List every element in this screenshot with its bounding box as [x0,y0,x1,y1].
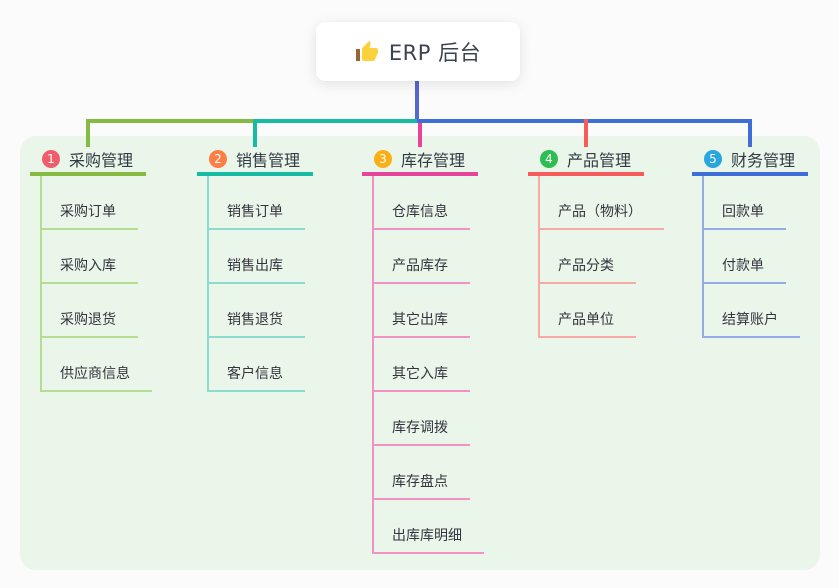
branch-title-label: 库存管理 [401,151,466,170]
branch-title-label: 销售管理 [236,151,301,170]
branch-title-label: 产品管理 [567,151,632,170]
branch-index-badge: 4 [540,150,558,168]
child-node-label: 销售出库 [227,258,283,274]
child-node[interactable]: 仓库信息 [374,176,470,230]
branch-children: 仓库信息产品库存其它出库其它入库库存调拨库存盘点出库库明细 [372,176,484,554]
child-node[interactable]: 结算账户 [704,284,800,338]
child-node-label: 付款单 [722,258,764,274]
branch-children: 回款单付款单结算账户 [702,176,800,338]
branch-drop-1 [86,119,90,147]
branch-drop-5 [748,119,752,147]
branch-title-label: 财务管理 [731,151,796,170]
child-node[interactable]: 产品分类 [540,230,636,284]
child-node-label: 其它出库 [392,312,448,328]
thumbs-up-icon [355,40,379,64]
child-node[interactable]: 采购入库 [42,230,138,284]
child-node[interactable]: 供应商信息 [42,338,152,392]
child-node-label: 产品库存 [392,258,448,274]
root-node-label: ERP 后台 [388,40,482,65]
child-node-label: 库存盘点 [392,474,448,490]
child-node-label: 产品分类 [558,258,614,274]
child-node[interactable]: 付款单 [704,230,786,284]
child-node[interactable]: 库存盘点 [374,446,470,500]
root-node[interactable]: ERP 后台 [316,22,520,81]
child-node[interactable]: 销售订单 [209,176,305,230]
branch-drop-2 [253,119,257,147]
branch-4: 4 产品管理产品（物料） 产品分类产品单位 [528,146,664,338]
branch-drop-4 [584,119,588,147]
child-node-label: 库存调拨 [392,420,448,436]
bus-segment-mid-teal [255,119,417,123]
child-node-label: 回款单 [722,204,764,220]
child-node[interactable]: 采购订单 [42,176,138,230]
child-node[interactable]: 产品库存 [374,230,470,284]
child-node-label: 销售退货 [227,312,283,328]
child-node-label: 采购退货 [60,312,116,328]
root-connector-line [415,81,419,123]
child-node-label: 供应商信息 [60,366,130,382]
child-node[interactable]: 客户信息 [209,338,305,392]
child-node[interactable]: 库存调拨 [374,392,470,446]
bus-segment-left-green [88,119,255,123]
child-node-label: 产品单位 [558,312,614,328]
branch-title-label: 采购管理 [69,151,134,170]
child-node[interactable]: 产品（物料） [540,176,664,230]
child-node-label: 采购入库 [60,258,116,274]
child-node-label: 其它入库 [392,366,448,382]
branch-5: 5 财务管理回款单付款单结算账户 [692,146,808,338]
branch-2: 2 销售管理销售订单销售出库销售退货客户信息 [197,146,313,392]
branch-index-badge: 3 [374,150,392,168]
branch-title-4[interactable]: 4 产品管理 [528,146,644,176]
child-node[interactable]: 产品单位 [540,284,636,338]
branch-drop-3 [418,123,422,147]
child-node[interactable]: 销售出库 [209,230,305,284]
branch-index-badge: 2 [209,150,227,168]
branch-children: 销售订单销售出库销售退货客户信息 [207,176,305,392]
child-node[interactable]: 采购退货 [42,284,138,338]
child-node-label: 客户信息 [227,366,283,382]
child-node[interactable]: 其它入库 [374,338,470,392]
branch-1: 1 采购管理采购订单采购入库采购退货供应商信息 [30,146,152,392]
child-node[interactable]: 回款单 [704,176,786,230]
child-node-label: 销售订单 [227,204,283,220]
child-node-label: 仓库信息 [392,204,448,220]
child-node-label: 采购订单 [60,204,116,220]
child-node[interactable]: 出库库明细 [374,500,484,554]
child-node-label: 产品（物料） [558,204,642,220]
child-node-label: 出库库明细 [392,528,462,544]
branch-title-5[interactable]: 5 财务管理 [692,146,808,176]
mindmap-background-panel [20,136,820,570]
child-node-label: 结算账户 [722,312,778,328]
branch-title-1[interactable]: 1 采购管理 [30,146,146,176]
child-node[interactable]: 销售退货 [209,284,305,338]
child-node[interactable]: 其它出库 [374,284,470,338]
branch-title-3[interactable]: 3 库存管理 [362,146,478,176]
branch-3: 3 库存管理仓库信息产品库存其它出库其它入库库存调拨库存盘点出库库明细 [362,146,484,554]
branch-children: 产品（物料） 产品分类产品单位 [538,176,664,338]
branch-title-2[interactable]: 2 销售管理 [197,146,313,176]
branch-index-badge: 5 [704,150,722,168]
branch-children: 采购订单采购入库采购退货供应商信息 [40,176,152,392]
branch-index-badge: 1 [42,150,60,168]
